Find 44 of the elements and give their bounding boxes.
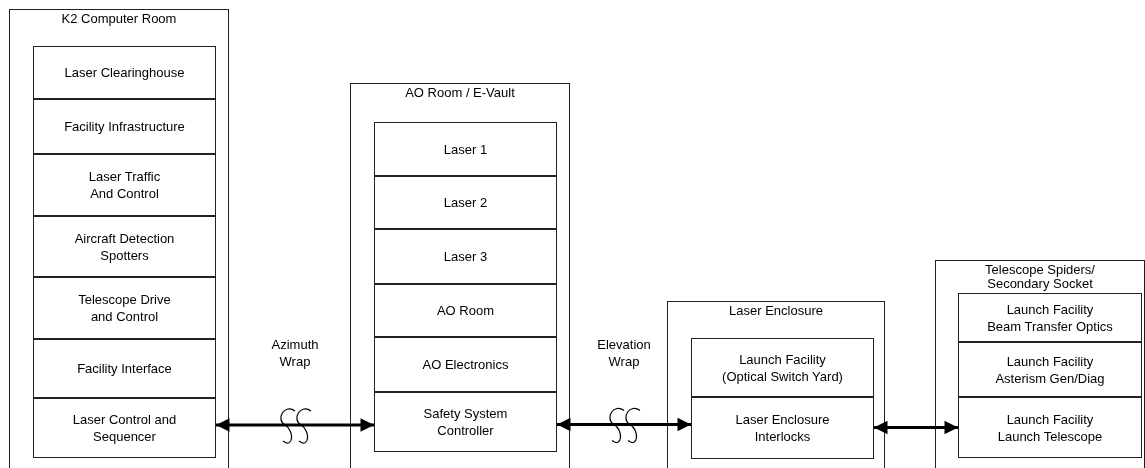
component-box xyxy=(374,392,557,452)
component-box xyxy=(374,337,557,392)
component-box xyxy=(33,154,216,216)
room-box xyxy=(935,260,1145,468)
component-label: Laser Clearinghouse xyxy=(64,64,185,81)
room-box xyxy=(350,83,570,468)
component-box xyxy=(958,397,1142,458)
component-label: Launch Facility Launch Telescope xyxy=(997,410,1103,445)
component-label: Launch Facility Asterism Gen/Diag xyxy=(995,352,1105,387)
component-label: Launch Facility (Optical Switch Yard) xyxy=(722,350,843,385)
component-label: AO Room xyxy=(436,302,495,319)
room-box xyxy=(667,301,885,468)
component-label: Facility Interface xyxy=(77,360,172,377)
component-label: Aircraft Detection Spotters xyxy=(74,229,175,264)
component-label: Laser Control and Sequencer xyxy=(72,411,177,445)
component-box xyxy=(691,397,874,459)
component-label: Facility Infrastructure xyxy=(64,118,185,135)
component-box xyxy=(958,342,1142,397)
component-label: Laser Enclosure Interlocks xyxy=(735,411,830,445)
room-box xyxy=(9,9,229,468)
component-label: Laser 3 xyxy=(443,248,488,265)
component-box xyxy=(374,284,557,337)
component-box xyxy=(33,339,216,398)
component-box xyxy=(33,277,216,339)
component-label: Laser Traffic And Control xyxy=(88,168,161,202)
component-box xyxy=(374,229,557,284)
component-box xyxy=(33,398,216,458)
component-label: Telescope Drive and Control xyxy=(78,291,171,325)
component-label: Laser 2 xyxy=(443,194,488,211)
component-label: Laser 1 xyxy=(443,140,488,158)
component-box xyxy=(958,293,1142,342)
room-title: Laser Enclosure xyxy=(728,304,824,318)
component-label: AO Electronics xyxy=(422,356,509,373)
component-box xyxy=(33,46,216,99)
room-title: AO Room / E-Vault xyxy=(404,86,516,100)
component-box xyxy=(33,99,216,154)
component-box xyxy=(374,122,557,176)
component-label: Launch Facility Beam Transfer Optics xyxy=(987,300,1113,335)
component-box xyxy=(691,338,874,397)
component-label: Safety System Controller xyxy=(423,405,508,439)
room-title: K2 Computer Room xyxy=(60,12,178,26)
room-title: Telescope Spiders/ Secondary Socket xyxy=(984,263,1096,291)
component-box xyxy=(33,216,216,277)
component-box xyxy=(374,176,557,229)
